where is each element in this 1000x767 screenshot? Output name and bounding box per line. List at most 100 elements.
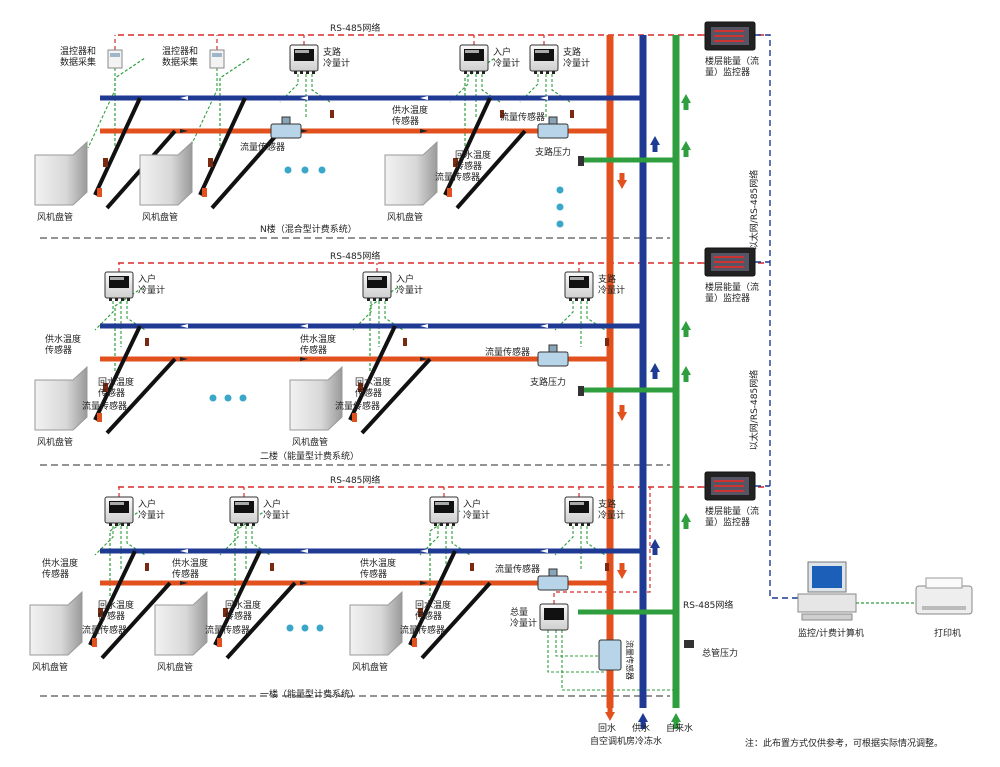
temp-sensor-icon bbox=[208, 158, 213, 167]
flow-arrow-icon bbox=[420, 549, 428, 553]
printer-paper bbox=[925, 577, 963, 589]
label-line: 回水温度 bbox=[455, 149, 491, 161]
rs485-label: RS-485网络 bbox=[330, 250, 380, 262]
temp-sensor-icon bbox=[447, 188, 452, 197]
printer-device bbox=[915, 577, 973, 615]
label-line: 供水温度 bbox=[42, 557, 78, 569]
monitor-row bbox=[714, 40, 744, 42]
label-line: 传感器 bbox=[455, 160, 482, 172]
coil-return-pipe bbox=[100, 581, 172, 660]
label-line: 数据采集 bbox=[60, 56, 96, 68]
meter-terminal bbox=[575, 298, 578, 301]
coil-supply-pipe bbox=[198, 97, 247, 196]
coil-return-pipe bbox=[210, 129, 282, 210]
floor-monitor-label: 楼层能量（流量）监控器 bbox=[705, 55, 759, 78]
return-arrow-icon bbox=[617, 412, 627, 421]
supply-arrow-icon bbox=[650, 363, 660, 372]
label-line: 入户 bbox=[463, 498, 481, 510]
fan-coil-body bbox=[34, 365, 88, 431]
label-line: 楼层能量（流 bbox=[705, 505, 759, 517]
flow-sensor-body bbox=[270, 123, 302, 139]
main-pressure-label: 总管压力 bbox=[702, 647, 738, 659]
branch-pressure-label: 支路压力 bbox=[530, 376, 566, 388]
meter-readout bbox=[570, 502, 584, 505]
ethernet-rs485-label: 以太网/RS-485网络 bbox=[748, 170, 760, 250]
meter-terminal bbox=[581, 523, 584, 526]
temp-sensor-icon bbox=[605, 563, 609, 571]
label-line: 楼层能量（流 bbox=[705, 281, 759, 293]
supply-arrow-icon bbox=[650, 539, 660, 548]
temp-sensor-icon bbox=[217, 638, 222, 647]
meter-terminal bbox=[552, 71, 555, 74]
flow-arrow-icon bbox=[420, 324, 428, 328]
fan-coil bbox=[289, 365, 343, 431]
label-line: 入户 bbox=[493, 46, 511, 58]
temp-sensor-icon bbox=[500, 110, 504, 118]
monitor-row bbox=[714, 480, 744, 482]
label-line: 供水温度 bbox=[300, 333, 336, 345]
flow-arrow-icon bbox=[540, 324, 548, 328]
fan-coil-body bbox=[34, 140, 88, 206]
flow-arrow-icon bbox=[300, 96, 308, 100]
branch-meter-device bbox=[564, 496, 594, 526]
meter-terminal bbox=[569, 298, 572, 301]
fan-coil-label: 风机盘管 bbox=[37, 211, 73, 223]
arrow-stem bbox=[673, 722, 679, 729]
fan-coil bbox=[349, 590, 403, 656]
label-line: 量）监控器 bbox=[705, 292, 750, 304]
meter-terminal bbox=[452, 523, 455, 526]
label-line: 流量传感器 bbox=[400, 624, 445, 636]
ellipsis-dot bbox=[239, 394, 247, 402]
temp-sensor-icon bbox=[103, 383, 108, 392]
meter-terminal bbox=[569, 523, 572, 526]
arrow-stem bbox=[652, 548, 658, 555]
temp-sensor-icon bbox=[98, 608, 103, 617]
signal-line bbox=[219, 57, 251, 146]
label-line: 传感器 bbox=[355, 387, 382, 399]
label-line: 一楼（能量型计费系统） bbox=[260, 688, 359, 700]
meter-terminal bbox=[294, 71, 297, 74]
main-flow-sensor-label: 流量传感器 bbox=[625, 640, 635, 680]
label-line: 打印机 bbox=[934, 627, 961, 639]
signal-line bbox=[429, 510, 461, 596]
label-line: 冷量计 bbox=[138, 509, 165, 521]
coil-supply-pipe bbox=[408, 550, 457, 646]
monitor-screen bbox=[812, 566, 842, 588]
fan-coil-label: 风机盘管 bbox=[142, 211, 178, 223]
label-line: 供水 bbox=[632, 722, 650, 734]
meter-terminal bbox=[470, 71, 473, 74]
label-line: 量）监控器 bbox=[705, 66, 750, 78]
meter-terminal bbox=[109, 298, 112, 301]
rs485-label: RS-485网络 bbox=[330, 22, 380, 34]
signal-line bbox=[109, 510, 141, 596]
label-line: 流量传感器 bbox=[485, 346, 530, 358]
tap-water-label: 自来水 bbox=[666, 722, 693, 734]
label-line: 冷量计 bbox=[463, 509, 490, 521]
arrow-stem bbox=[683, 330, 689, 337]
temp-sensor-icon bbox=[270, 563, 274, 571]
flow-sensor-head bbox=[548, 568, 558, 577]
meter-terminal bbox=[581, 298, 584, 301]
ellipsis-dot bbox=[301, 166, 309, 174]
floor-monitor-label: 楼层能量（流量）监控器 bbox=[705, 505, 759, 528]
flow-sensor-device bbox=[270, 116, 302, 139]
signal-line bbox=[561, 630, 676, 691]
label-line: 入户 bbox=[138, 498, 156, 510]
meter-terminal bbox=[240, 523, 243, 526]
ethernet-backbone bbox=[755, 34, 800, 599]
label-line: 流量传感器 bbox=[495, 563, 540, 575]
arrow-stem bbox=[652, 145, 658, 152]
flow-sensor-label: 流量传感器 bbox=[240, 141, 285, 153]
label-line: 支路 bbox=[598, 498, 616, 510]
meter-terminal bbox=[121, 523, 124, 526]
floor-monitor-device bbox=[704, 247, 756, 277]
temp-sensor-icon bbox=[453, 158, 458, 167]
monitor-row bbox=[714, 266, 744, 268]
arrow-stem bbox=[683, 150, 689, 157]
